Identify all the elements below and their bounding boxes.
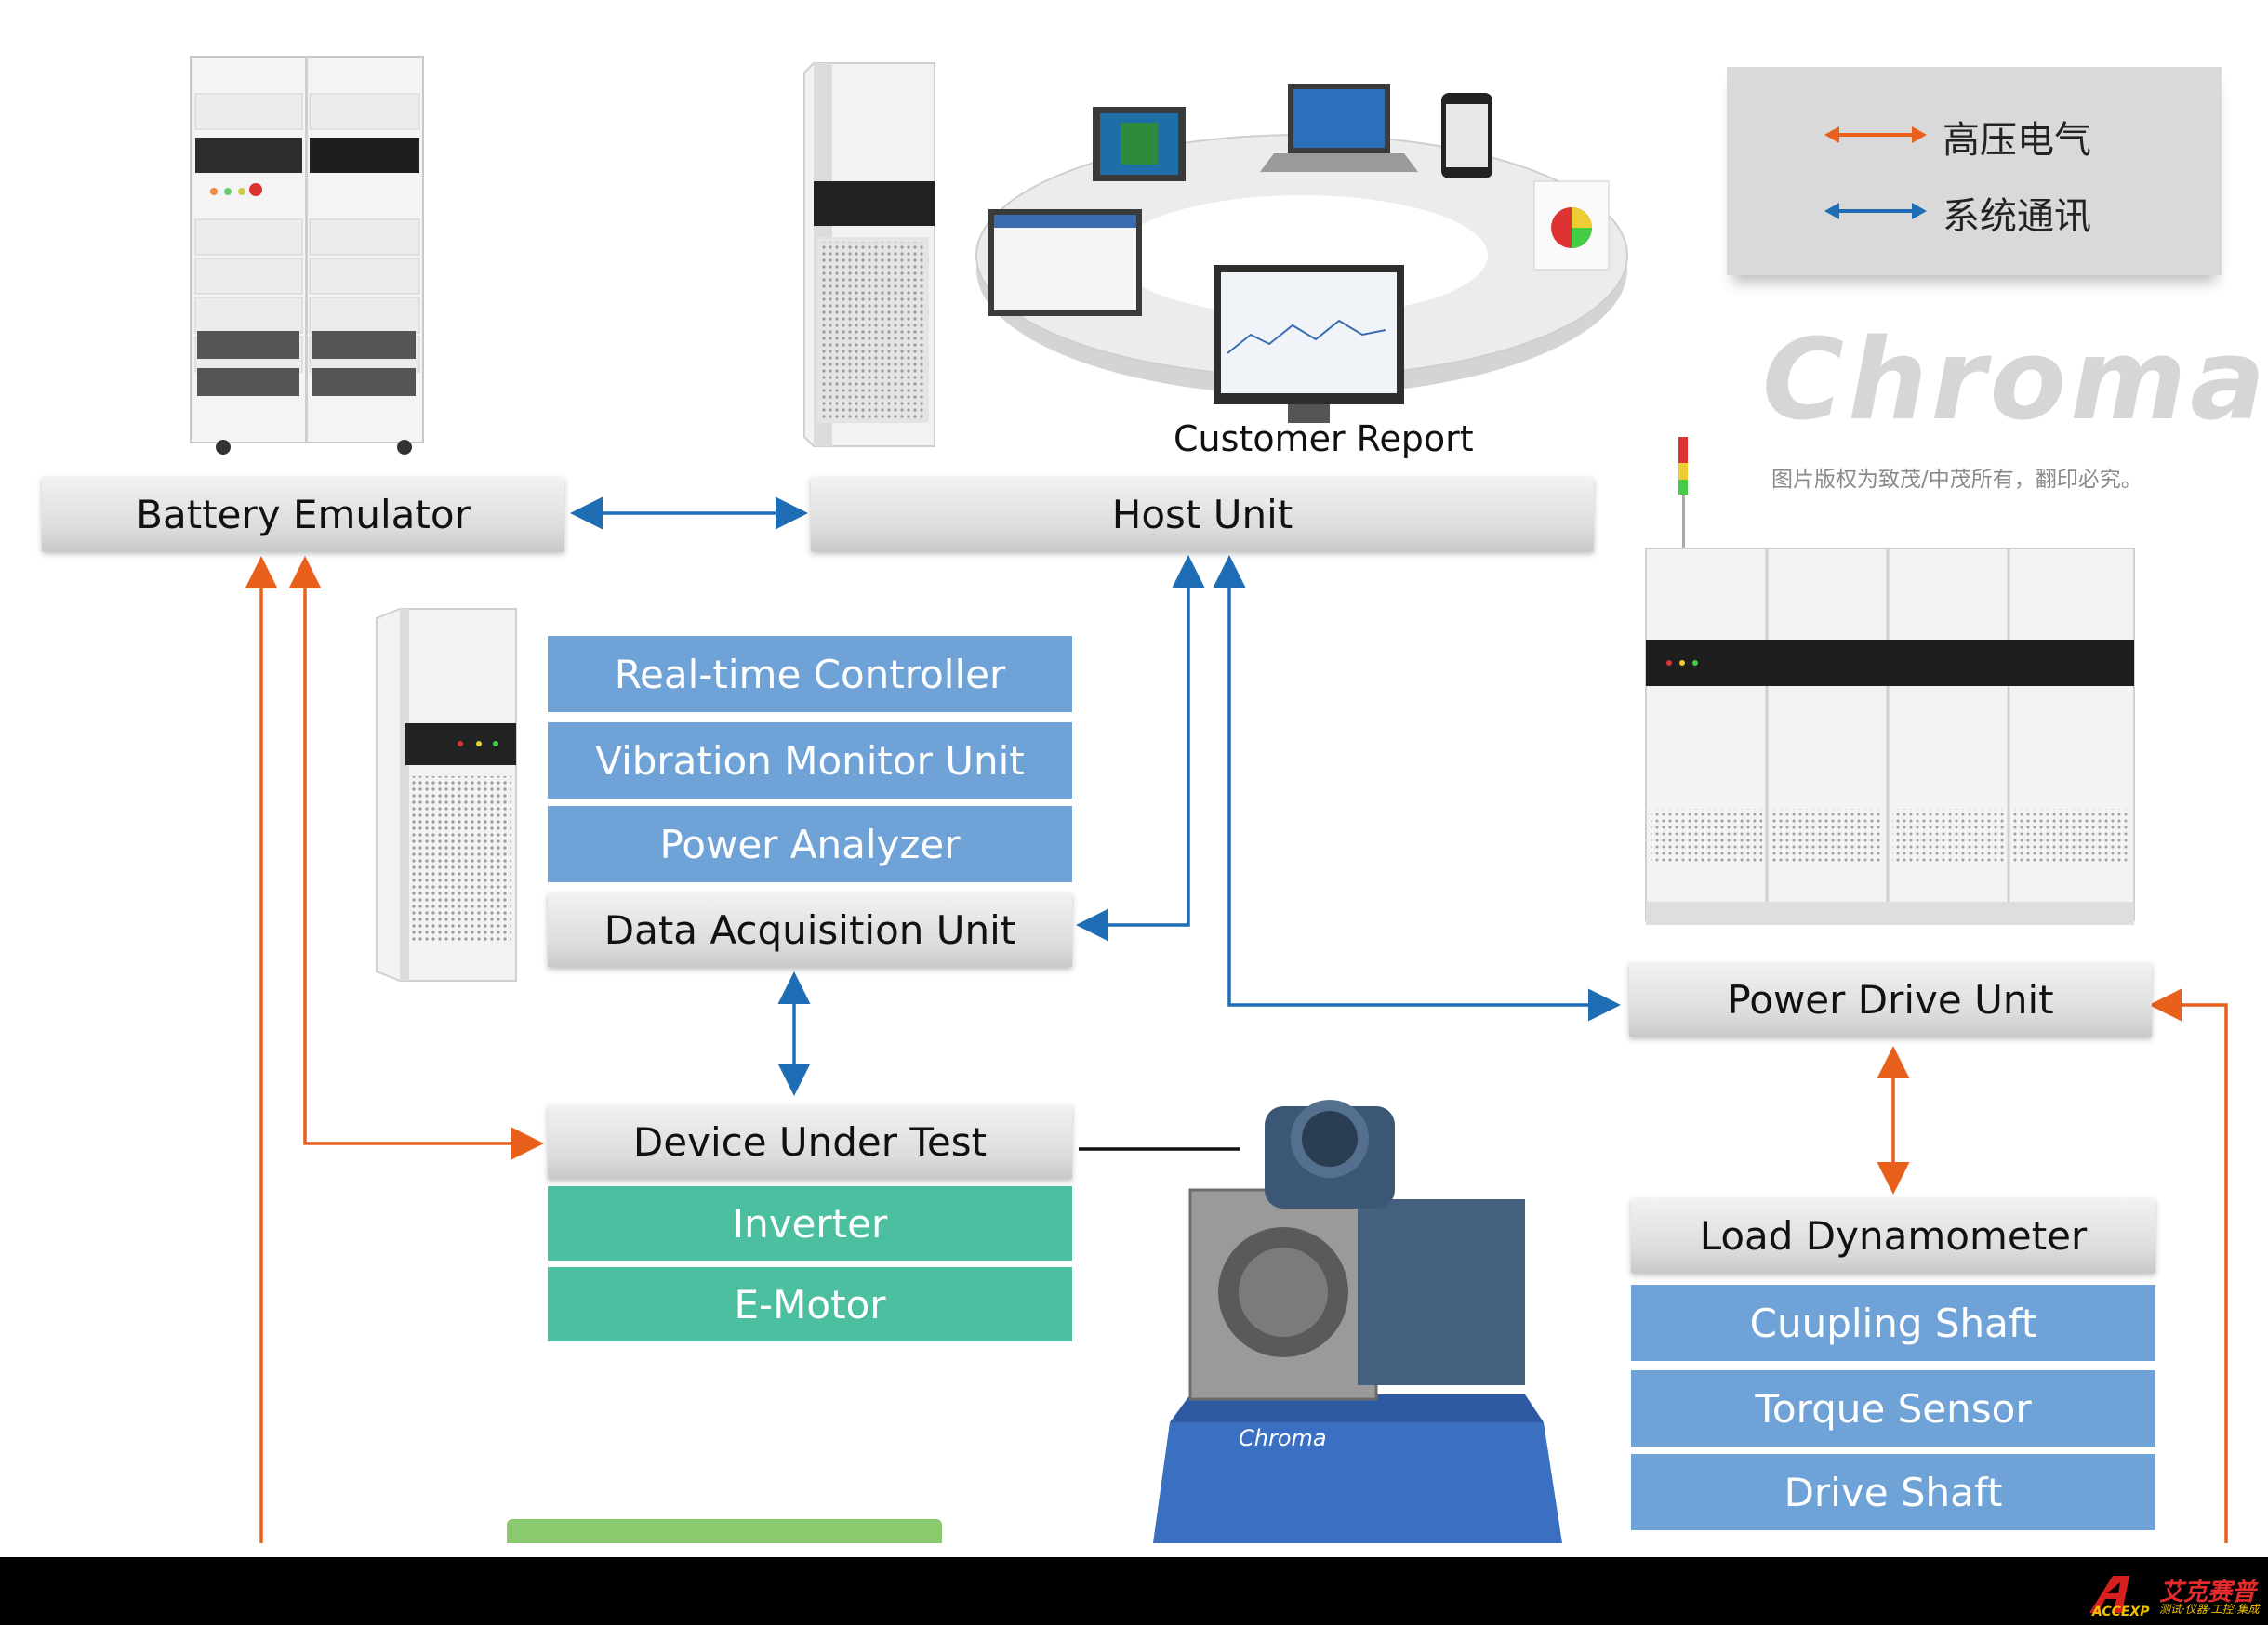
arrow-host-daq [1076,555,1205,942]
comm-arrow-icon [1824,203,1927,219]
chroma-watermark: Chroma [1762,316,2268,445]
footer-logo-sub: 测试·仪器·工控·集成 [2159,1603,2260,1616]
power-drive-unit-box: Power Drive Unit [1629,962,2152,1037]
customer-report-platform-image [975,84,1628,423]
arrow-host-pdu [1213,555,1621,1022]
device-under-test-box: Device Under Test [548,1104,1072,1179]
data-acquisition-box: Data Acquisition Unit [548,892,1072,967]
coupling-shaft-box: Cuupling Shaft [1631,1285,2155,1361]
legend: 高压电气 系统通讯 [1727,67,2222,275]
footer-bar [0,1557,2268,1625]
copyright-notice: 图片版权为致茂/中茂所有，翻印必究。 [1771,468,2142,492]
accexp-logo-icon [2089,1576,2129,1613]
host-unit-tower-image [803,62,935,447]
power-drive-unit-cabinet-image [1645,437,2135,925]
host-unit-box: Host Unit [811,477,1594,551]
e-motor-box: E-Motor [548,1267,1072,1341]
torque-sensor-box: Torque Sensor [1631,1370,2155,1447]
legend-hv-label: 高压电气 [1943,119,2091,162]
inverter-box: Inverter [548,1186,1072,1261]
load-dynamometer-box: Load Dynamometer [1631,1198,2155,1273]
power-analyzer-box: Power Analyzer [548,806,1072,882]
footer-logo-name: 艾克赛普 [2159,1579,2257,1606]
dyno-brand-label: Chroma [1239,1425,1327,1451]
footer-logo-mark: ACCEXP [2092,1605,2150,1619]
daq-tower-image [376,608,517,982]
customer-report-caption: Customer Report [1174,418,1474,459]
legend-comm-label: 系统通讯 [1943,195,2091,238]
battery-emulator-cabinet-image [190,56,424,455]
partial-green-bar [507,1519,942,1543]
motor-dynamometer-image: Chroma [1153,1100,1562,1543]
arrow-battery-dut [288,556,544,1160]
drive-shaft-box: Drive Shaft [1631,1454,2155,1530]
arrow-pdu-right [2149,988,2228,1543]
vibration-monitor-box: Vibration Monitor Unit [548,722,1072,799]
battery-emulator-box: Battery Emulator [42,477,564,551]
hv-arrow-icon [1824,126,1927,143]
realtime-controller-box: Real-time Controller [548,636,1072,712]
